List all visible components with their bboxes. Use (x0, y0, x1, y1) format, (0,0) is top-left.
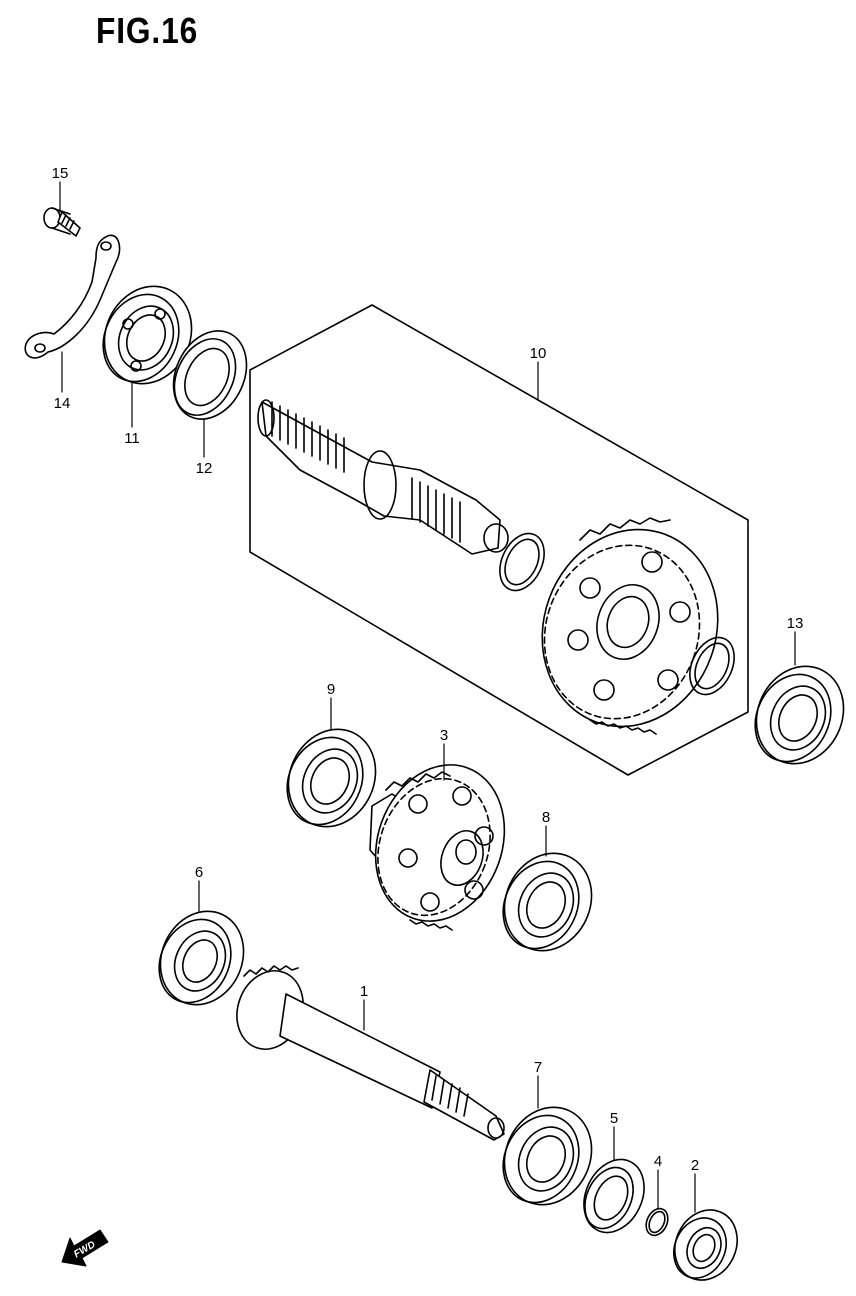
part-label-13: 13 (787, 615, 804, 632)
fwd-label: FWD (72, 1239, 97, 1260)
part-label-10: 10 (530, 345, 547, 362)
part-label-7: 7 (534, 1059, 542, 1076)
fwd-arrow-icon: FWD (61, 1229, 109, 1267)
part-label-5: 5 (610, 1110, 618, 1127)
part-label-1: 1 (360, 983, 368, 1000)
part-label-15: 15 (52, 165, 69, 182)
part-label-9: 9 (327, 681, 335, 698)
part-10-driven-gear[interactable] (515, 505, 745, 752)
part-14-bracket[interactable] (24, 234, 121, 359)
part-label-8: 8 (542, 809, 550, 826)
part-15-screw[interactable] (43, 207, 81, 237)
part-1-primary-shaft[interactable] (226, 961, 505, 1141)
part-4-o-ring[interactable] (642, 1205, 672, 1239)
part-2-bearing[interactable] (664, 1200, 749, 1291)
part-9-bearing[interactable] (273, 715, 391, 841)
part-10-output-shaft[interactable] (257, 399, 509, 555)
part-label-12: 12 (196, 460, 213, 477)
part-label-6: 6 (195, 864, 203, 881)
part-label-3: 3 (440, 727, 448, 744)
leader-lines (59, 181, 796, 1213)
figure-title: FIG.16 (96, 10, 199, 51)
part-3-countershaft-gear[interactable] (354, 747, 525, 940)
part-8-bearing[interactable] (489, 839, 607, 965)
part-12-oil-seal[interactable] (160, 319, 261, 431)
part-13-bearing[interactable] (741, 652, 856, 778)
part-7-bearing[interactable] (489, 1093, 607, 1219)
part-10-circlip-lower[interactable] (681, 630, 743, 701)
part-10-circlip-upper[interactable] (491, 526, 553, 597)
part-label-2: 2 (691, 1157, 699, 1174)
assembly-box-10 (249, 304, 749, 776)
part-5-oil-seal[interactable] (573, 1150, 656, 1243)
part-label-14: 14 (54, 395, 71, 412)
part-label-11: 11 (124, 430, 140, 447)
part-6-bearing[interactable] (145, 898, 258, 1019)
part-label-4: 4 (654, 1153, 662, 1170)
